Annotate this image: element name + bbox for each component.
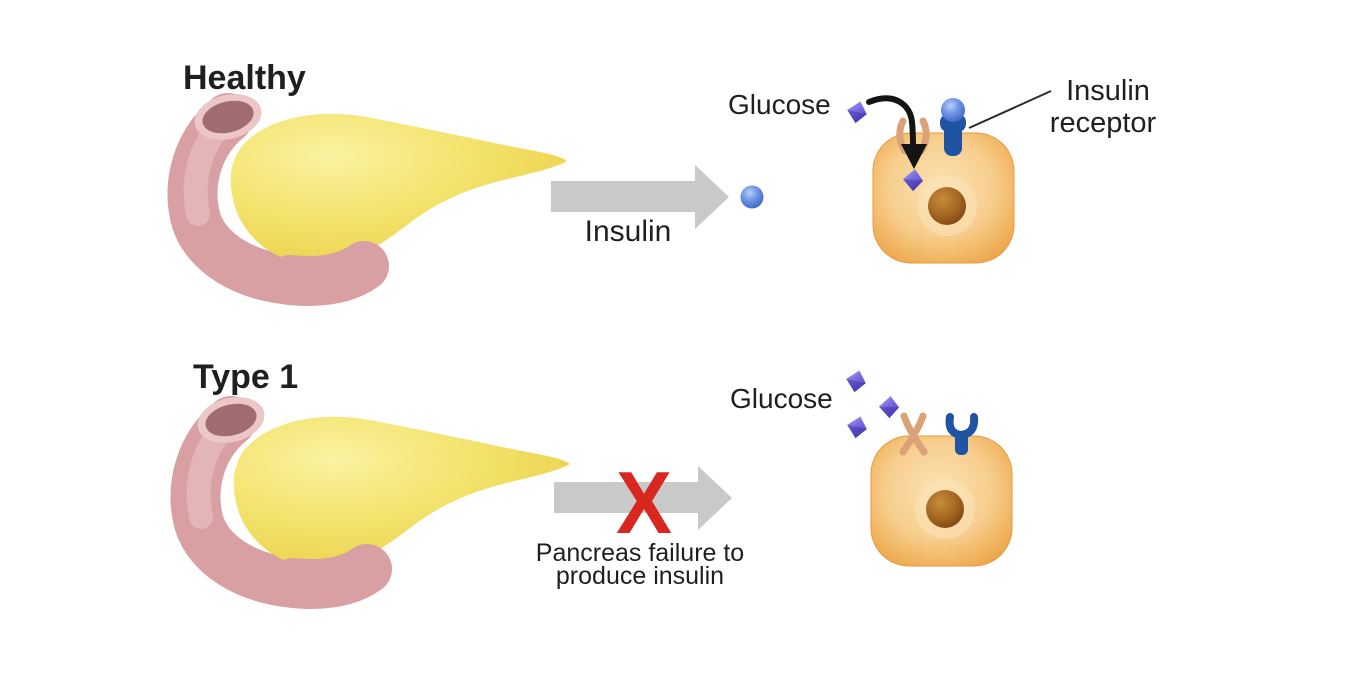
receptor-pointer-line	[968, 90, 1052, 129]
type1-title: Type 1	[193, 358, 298, 396]
glucose-molecule-icon	[843, 367, 869, 395]
insulin-molecule-icon	[740, 185, 764, 209]
cell-type1	[870, 435, 1013, 567]
glucose-entry-arrow	[866, 95, 927, 169]
insulin-receptor-label-line2: receptor	[1050, 107, 1157, 139]
insulin-receptor-label-line1: Insulin	[1066, 75, 1150, 107]
blocked-x-mark: X	[616, 453, 672, 552]
glucose-molecule-icon	[844, 98, 870, 126]
cell-healthy	[872, 132, 1015, 264]
failure-caption-line2: produce insulin	[556, 562, 724, 590]
failure-caption-line1: Pancreas failure to	[536, 539, 744, 567]
glucose-molecule-icon	[844, 413, 870, 441]
insulin-receptor-icon	[940, 98, 966, 156]
glucose-label-type1: Glucose	[730, 383, 833, 414]
pancreas-type1-illustration	[193, 390, 570, 584]
empty-insulin-receptor-icon	[945, 413, 979, 455]
glucose-channel-closed-icon	[899, 412, 928, 456]
healthy-title: Healthy	[183, 59, 306, 97]
glucose-molecules-blocked	[843, 367, 901, 441]
pancreas-healthy-illustration	[190, 87, 567, 281]
glucose-label-healthy: Glucose	[728, 89, 831, 120]
insulin-arrow-label: Insulin	[585, 215, 672, 248]
glucose-molecule-icon	[877, 394, 901, 420]
